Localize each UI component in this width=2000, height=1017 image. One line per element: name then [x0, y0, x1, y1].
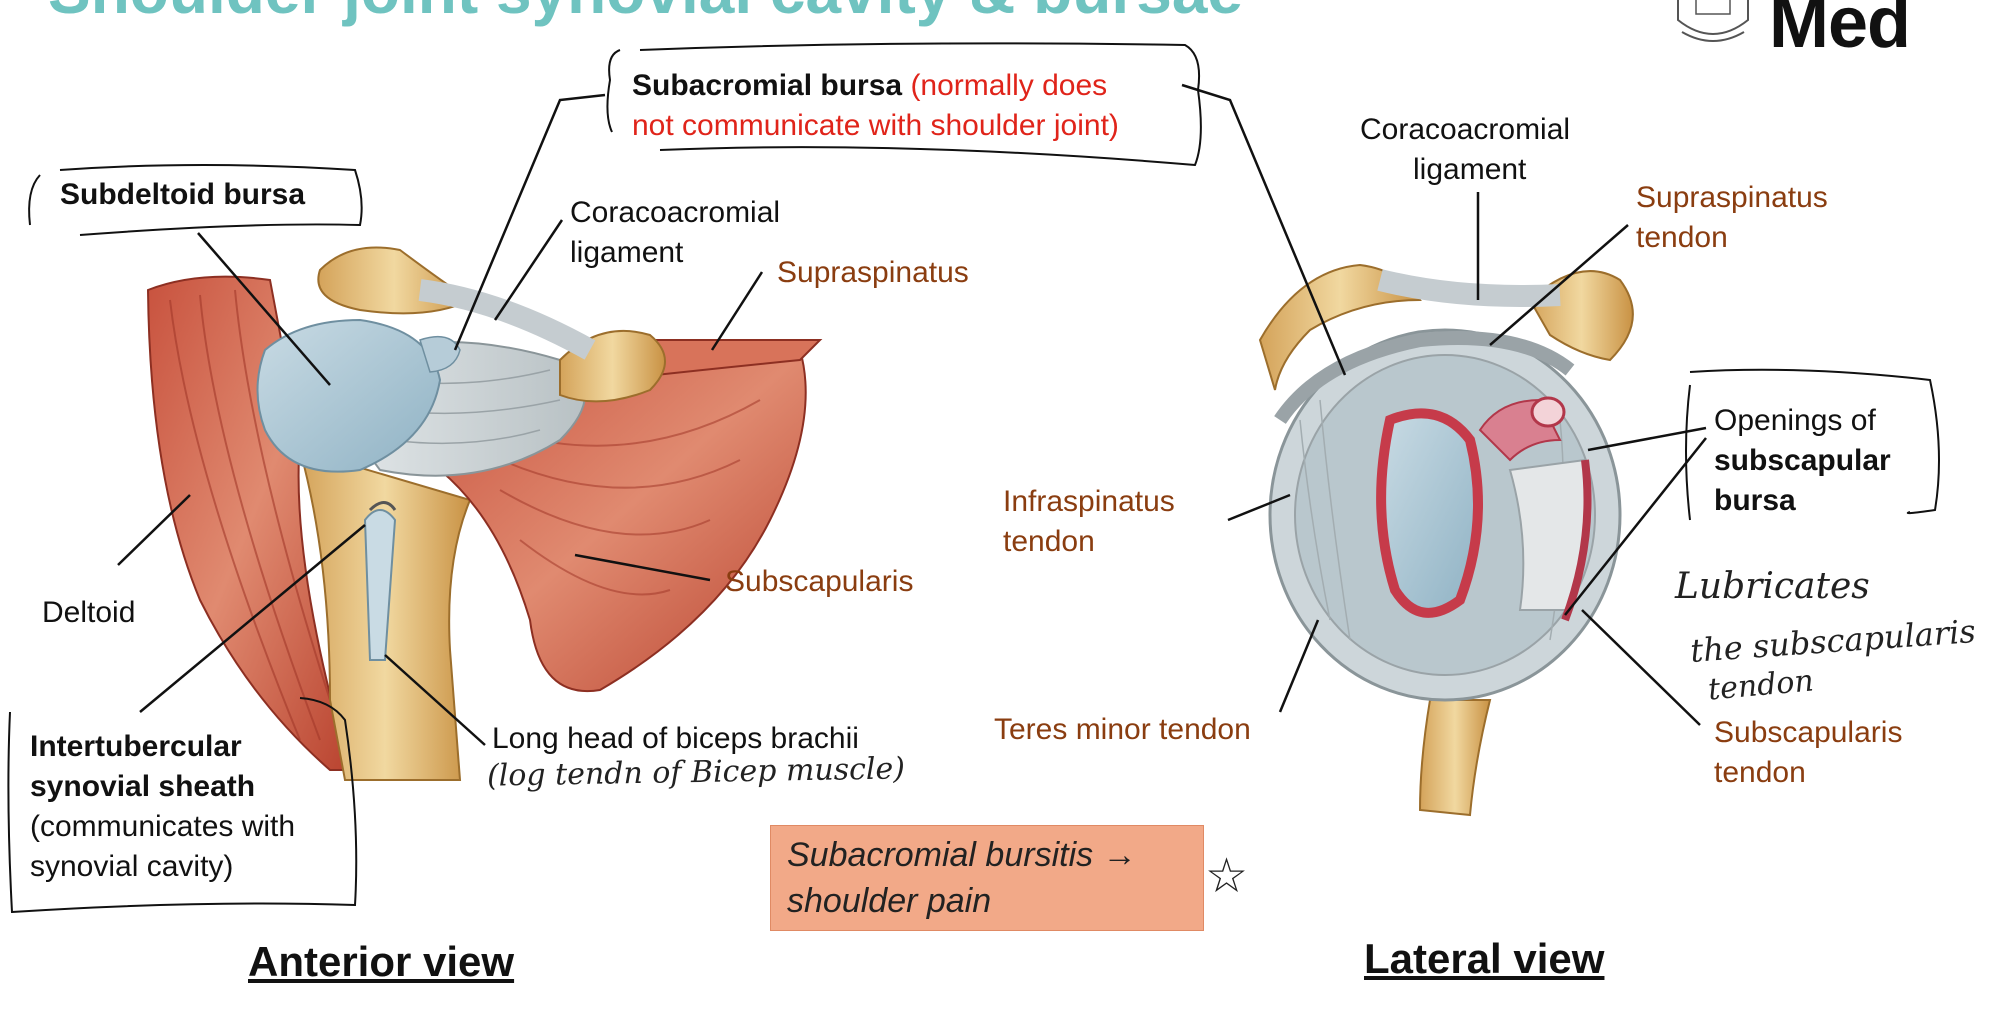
label-subdeltoid-bursa: Subdeltoid bursa — [60, 178, 306, 211]
label-coracoacromial-right-2: ligament — [1413, 153, 1527, 186]
label-infraspinatus-tendon-1: Infraspinatus — [1003, 485, 1175, 518]
subacromial-bursa-title: Subacromial bursa — [632, 69, 903, 102]
lateral-illustration — [1258, 263, 1634, 817]
label-subscapularis-tendon-2: tendon — [1714, 756, 1806, 789]
label-long-head-biceps: Long head of biceps brachii — [492, 722, 859, 755]
label-subscapularis-tendon-1: Subscapularis — [1714, 716, 1903, 749]
callout-line2: shoulder pain — [787, 882, 992, 920]
star-annotation: ☆ — [1205, 850, 1249, 903]
logo-text: Med — [1769, 0, 1911, 63]
callout-line1: Subacromial bursitis → — [787, 836, 1137, 874]
anterior-view-caption: Anterior view — [248, 938, 515, 985]
bursitis-callout: Subacromial bursitis → shoulder pain — [770, 825, 1204, 931]
label-coracoacromial-right-1: Coracoacromial — [1360, 113, 1571, 146]
label-teres-minor-tendon: Teres minor tendon — [994, 713, 1251, 746]
handwritten-lubricates-1: Lubricates — [1675, 566, 1870, 607]
label-supraspinatus-tendon-1: Supraspinatus — [1636, 181, 1828, 214]
label-intertubercular-3: (communicates with — [30, 810, 296, 843]
label-coracoacromial-left-1: Coracoacromial — [570, 196, 781, 229]
label-coracoacromial-left-2: ligament — [570, 236, 684, 269]
label-intertubercular-4: synovial cavity) — [30, 850, 234, 883]
page-title: Shoulder joint synovial cavity & bursae — [48, 0, 1243, 28]
lateral-view-caption: Lateral view — [1364, 935, 1605, 982]
label-supraspinatus: Supraspinatus — [777, 256, 969, 289]
anterior-illustration — [146, 246, 823, 781]
label-openings-3: bursa — [1714, 484, 1796, 517]
label-intertubercular-2: synovial sheath — [30, 770, 256, 803]
label-subscapularis: Subscapularis — [725, 565, 914, 598]
crest-icon — [1677, 0, 1749, 42]
label-openings-1: Openings of — [1714, 404, 1876, 437]
subacromial-bursa-note-line2: not communicate with shoulder joint) — [632, 109, 1119, 142]
label-deltoid: Deltoid — [42, 596, 136, 629]
label-supraspinatus-tendon-2: tendon — [1636, 221, 1728, 254]
handwritten-long-head-note: (log tendn of Bicep muscle) — [486, 751, 906, 794]
crest-logo — [1668, 0, 1758, 50]
label-subacromial-bursa: Subacromial bursa (normally does — [632, 66, 1107, 106]
label-openings-2: subscapular — [1714, 444, 1891, 477]
handwritten-brackets — [7, 42, 1940, 914]
subacromial-bursa-note: (normally does — [910, 69, 1108, 102]
label-infraspinatus-tendon-2: tendon — [1003, 525, 1095, 558]
label-intertubercular-1: Intertubercular — [30, 730, 242, 763]
